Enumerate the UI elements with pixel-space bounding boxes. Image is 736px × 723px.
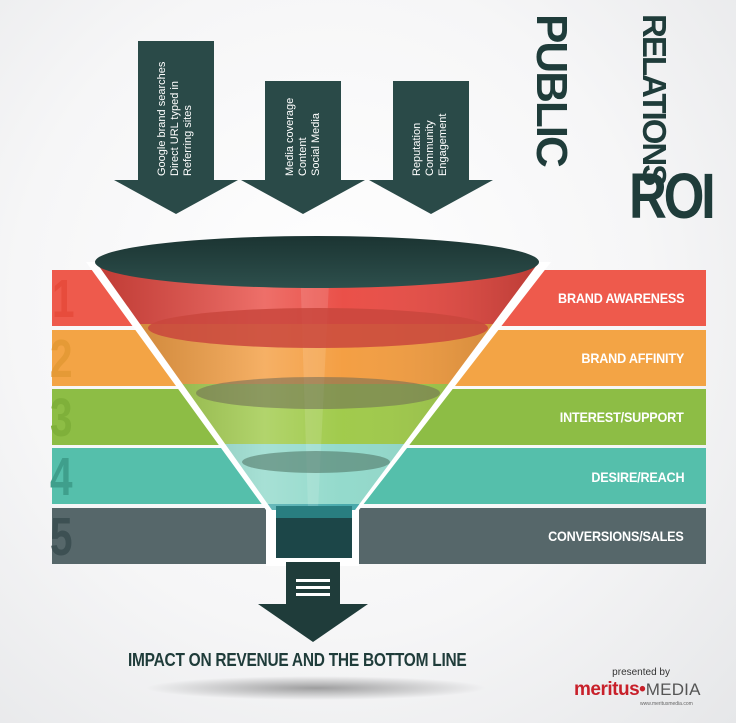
input-arrow-3-text: Reputation Community Engagement bbox=[411, 113, 449, 176]
website-text: www.meritusmedia.com bbox=[640, 701, 693, 707]
brand-separator: • bbox=[639, 679, 646, 700]
floor-shadow bbox=[146, 676, 486, 700]
brand-name: meritus•MEDIA bbox=[574, 679, 701, 701]
input-arrows bbox=[114, 41, 493, 214]
funnel-layer-edge-3 bbox=[242, 451, 390, 473]
level-label-3: INTEREST/SUPPORT bbox=[560, 409, 684, 425]
funnel-layer-edge-2 bbox=[196, 377, 440, 409]
title-relations: RELATIONS bbox=[636, 14, 673, 185]
level-number-5: 5 bbox=[50, 507, 73, 567]
level-number-3: 3 bbox=[50, 388, 73, 448]
level-number-2: 2 bbox=[50, 329, 73, 389]
brand-name-suffix: MEDIA bbox=[645, 680, 701, 699]
document-icon-line-1 bbox=[296, 579, 330, 582]
brand-name-main: meritus bbox=[574, 679, 640, 700]
input-arrow-2-text: Media coverage Content Social Media bbox=[284, 97, 322, 176]
document-icon-line-2 bbox=[296, 586, 330, 589]
bottom-line-caption: IMPACT ON REVENUE AND THE BOTTOM LINE bbox=[128, 650, 467, 670]
level-number-4: 4 bbox=[50, 447, 73, 507]
level-label-5: CONVERSIONS/SALES bbox=[548, 528, 684, 544]
level-label-4: DESIRE/REACH bbox=[590, 469, 684, 485]
meritus-media-logo: presented by meritus•MEDIA www.meritusme… bbox=[574, 667, 704, 711]
input-arrow-3 bbox=[369, 81, 493, 214]
output-arrow bbox=[258, 562, 368, 642]
funnel-layer-edge-1 bbox=[148, 308, 488, 348]
title-roi: ROI bbox=[629, 160, 716, 232]
funnel-rim bbox=[95, 236, 539, 288]
title-block: PUBLIC RELATIONS ROI bbox=[527, 14, 716, 236]
title-public: PUBLIC bbox=[527, 14, 576, 166]
level-band-5 bbox=[52, 508, 706, 564]
input-arrow-2 bbox=[241, 81, 365, 214]
presented-by-text: presented by bbox=[612, 667, 670, 678]
input-arrow-1-text: Google brand searches Direct URL typed i… bbox=[156, 61, 194, 176]
level-number-1: 1 bbox=[52, 269, 75, 329]
document-icon-line-3 bbox=[296, 593, 330, 596]
input-arrow-1 bbox=[114, 41, 238, 214]
level-label-1: BRAND AWARENESS bbox=[557, 290, 685, 306]
level-label-2: BRAND AFFINITY bbox=[581, 350, 684, 366]
